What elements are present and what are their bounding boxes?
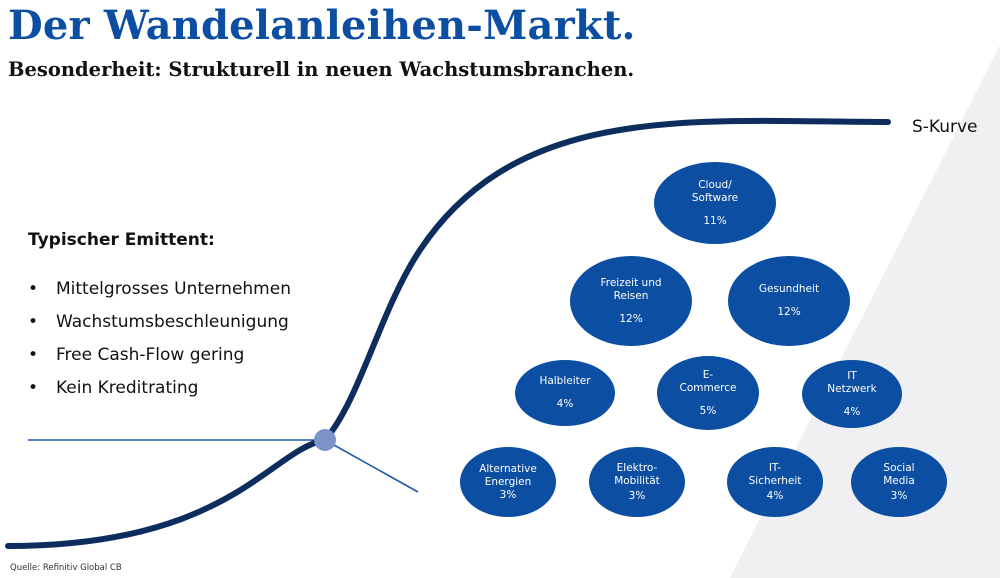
sector-bubble-cloud-software: Cloud/ Software 11% — [654, 162, 776, 244]
sector-label: Freizeit und Reisen — [600, 276, 662, 302]
sector-bubble-gesundheit: Gesundheit 12% — [728, 256, 850, 346]
bullet-icon: • — [28, 378, 39, 398]
sector-bubble-freizeit-reisen: Freizeit und Reisen 12% — [570, 256, 692, 346]
issuer-bullet: •Free Cash-Flow gering — [28, 345, 245, 365]
sector-percentage: 3% — [499, 488, 517, 501]
sector-label: IT Netzwerk — [827, 369, 877, 395]
issuer-bullet-list: •Mittelgrosses Unternehmen •Wachstumsbes… — [28, 279, 291, 411]
sector-label: Alternative Energien — [479, 462, 537, 488]
sector-label: Elektro- Mobilität — [614, 461, 660, 487]
sector-percentage: 4% — [556, 398, 574, 410]
sector-bubble-e-commerce: E- Commerce 5% — [657, 356, 759, 430]
issuer-heading: Typischer Emittent: — [28, 230, 215, 250]
bullet-icon: • — [28, 345, 39, 365]
sector-bubble-alternative-energien: Alternative Energien 3% — [460, 447, 556, 517]
source-note: Quelle: Refinitiv Global CB — [10, 563, 122, 573]
issuer-bullet: •Mittelgrosses Unternehmen — [28, 279, 291, 299]
sector-bubble-it-netzwerk: IT Netzwerk 4% — [802, 360, 902, 428]
page-subtitle: Besonderheit: Strukturell in neuen Wachs… — [8, 58, 635, 81]
sector-label: Cloud/ Software — [691, 178, 739, 204]
sector-bubble-social-media: Social Media 3% — [851, 447, 947, 517]
sector-percentage: 5% — [699, 404, 717, 417]
sector-label: E- Commerce — [679, 368, 737, 394]
sector-percentage: 4% — [766, 489, 784, 502]
s-curve-line — [5, 117, 891, 549]
inflection-point-marker — [314, 429, 336, 451]
bullet-icon: • — [28, 279, 39, 299]
sector-percentage: 11% — [703, 214, 727, 227]
sector-label: Halbleiter — [539, 375, 591, 387]
sector-bubble-elektro-mobilitaet: Elektro- Mobilität 3% — [589, 447, 685, 517]
sector-label: Gesundheit — [758, 283, 820, 295]
page-title: Der Wandelanleihen-Markt. — [8, 2, 636, 49]
bullet-icon: • — [28, 312, 39, 332]
sector-percentage: 12% — [619, 312, 643, 325]
sector-percentage: 3% — [628, 489, 646, 502]
sector-percentage: 3% — [890, 489, 908, 502]
sector-label: IT- Sicherheit — [748, 461, 802, 487]
issuer-bullet: •Wachstumsbeschleunigung — [28, 312, 289, 332]
inflection-diagonal-line — [324, 439, 419, 493]
sector-bubble-it-sicherheit: IT- Sicherheit 4% — [727, 447, 823, 517]
issuer-bullet: •Kein Kreditrating — [28, 378, 199, 398]
sector-percentage: 12% — [777, 306, 801, 318]
sector-label: Social Media — [883, 461, 915, 487]
sector-bubble-halbleiter: Halbleiter 4% — [515, 360, 615, 426]
sector-percentage: 4% — [843, 405, 861, 418]
s-curve-label: S-Kurve — [912, 117, 978, 137]
